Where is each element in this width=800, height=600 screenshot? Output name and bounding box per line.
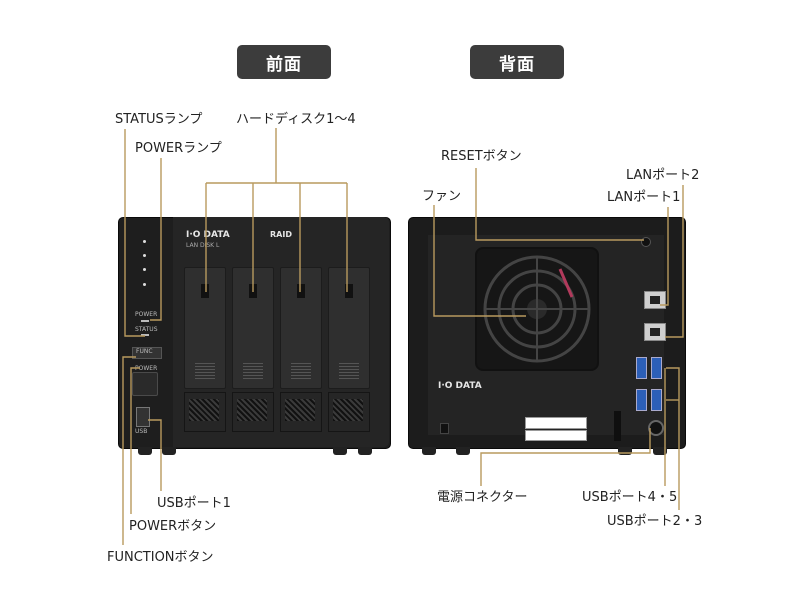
hdd-tray-1 (184, 392, 226, 432)
label-usb-port45: USBポート4・5 (582, 490, 678, 505)
hdd-led-4 (143, 283, 146, 286)
hdd-bay-2[interactable] (232, 267, 274, 389)
front-header: 前面 (237, 45, 331, 79)
mac-address-sticker-2 (525, 430, 587, 441)
hdd-bay-4-handle (345, 284, 353, 298)
label-hdd: ハードディスク1〜4 (236, 112, 356, 127)
power-button-text: POWER (135, 365, 158, 372)
back-device: I·O DATA (408, 217, 686, 457)
reset-button[interactable] (641, 237, 651, 247)
model-name: LAN DISK L (186, 242, 220, 249)
brand-logo: I·O DATA (186, 230, 230, 240)
hdd-bay-4-vent (339, 363, 359, 379)
hdd-bay-3[interactable] (280, 267, 322, 389)
hdd-bay-2-vent (243, 363, 263, 379)
front-foot-left-outer (138, 447, 152, 455)
fan-grille (483, 255, 591, 363)
hdd-bay-1-handle (201, 284, 209, 298)
label-power-connector: 電源コネクター (437, 490, 528, 505)
hdd-bay-2-handle (249, 284, 257, 298)
back-header: 背面 (470, 45, 564, 79)
usb-port-1[interactable] (136, 407, 150, 427)
lan-port-1[interactable] (644, 323, 666, 341)
label-status-lamp: STATUSランプ (115, 112, 203, 127)
front-foot-left-inner (162, 447, 176, 455)
front-foot-right-outer (358, 447, 372, 455)
label-fan: ファン (422, 189, 462, 204)
label-lan-port1: LANポート1 (607, 190, 681, 205)
label-lan-port2: LANポート2 (626, 168, 700, 183)
hdd-bay-1-vent (195, 363, 215, 379)
hdd-tray-3-mesh (285, 399, 315, 421)
back-foot-left-outer (422, 447, 436, 455)
label-usb-port23: USBポート2・3 (607, 514, 703, 529)
cable-clamp (614, 411, 621, 441)
usb-port-4[interactable] (636, 357, 647, 379)
power-button[interactable] (132, 372, 158, 396)
back-foot-right-inner (618, 447, 632, 455)
label-usb-port1: USBポート1 (157, 496, 231, 511)
usb-port-2[interactable] (636, 389, 647, 411)
hdd-tray-2-mesh (237, 399, 267, 421)
mac-address-sticker-1 (525, 417, 587, 429)
front-foot-right-inner (333, 447, 347, 455)
usb-port-5[interactable] (651, 357, 662, 379)
lan-port-2[interactable] (644, 291, 666, 309)
hdd-bay-4[interactable] (328, 267, 370, 389)
front-device: I·O DATA RAID LAN DISK L POWER STATUS FU… (118, 217, 391, 457)
status-lamp-text: STATUS (135, 326, 158, 333)
power-lamp-text: POWER (135, 311, 158, 318)
hdd-tray-4 (328, 392, 370, 432)
label-reset-button: RESETボタン (441, 149, 522, 164)
back-foot-right-outer (653, 447, 667, 455)
hdd-tray-3 (280, 392, 322, 432)
hdd-bay-3-handle (297, 284, 305, 298)
usb-port-1-text: USB (135, 428, 148, 435)
label-power-button: POWERボタン (129, 519, 217, 534)
security-slot[interactable] (440, 423, 449, 434)
fan-cable (558, 268, 574, 298)
usb-port-3[interactable] (651, 389, 662, 411)
status-lamp (141, 334, 149, 336)
power-connector[interactable] (648, 420, 664, 436)
hdd-bay-3-vent (291, 363, 311, 379)
hdd-tray-1-mesh (189, 399, 219, 421)
label-function-button: FUNCTIONボタン (107, 550, 214, 565)
power-lamp (141, 320, 149, 322)
label-power-lamp: POWERランプ (135, 141, 222, 156)
hdd-bay-1[interactable] (184, 267, 226, 389)
hdd-led-3 (143, 268, 146, 271)
hdd-led-1 (143, 240, 146, 243)
hdd-led-2 (143, 254, 146, 257)
function-button-text: FUNC (136, 348, 153, 355)
back-brand-logo: I·O DATA (438, 381, 482, 391)
hdd-tray-2 (232, 392, 274, 432)
raid-badge: RAID (270, 230, 292, 239)
back-foot-left-inner (456, 447, 470, 455)
function-button[interactable] (132, 347, 162, 359)
hdd-tray-4-mesh (333, 399, 363, 421)
